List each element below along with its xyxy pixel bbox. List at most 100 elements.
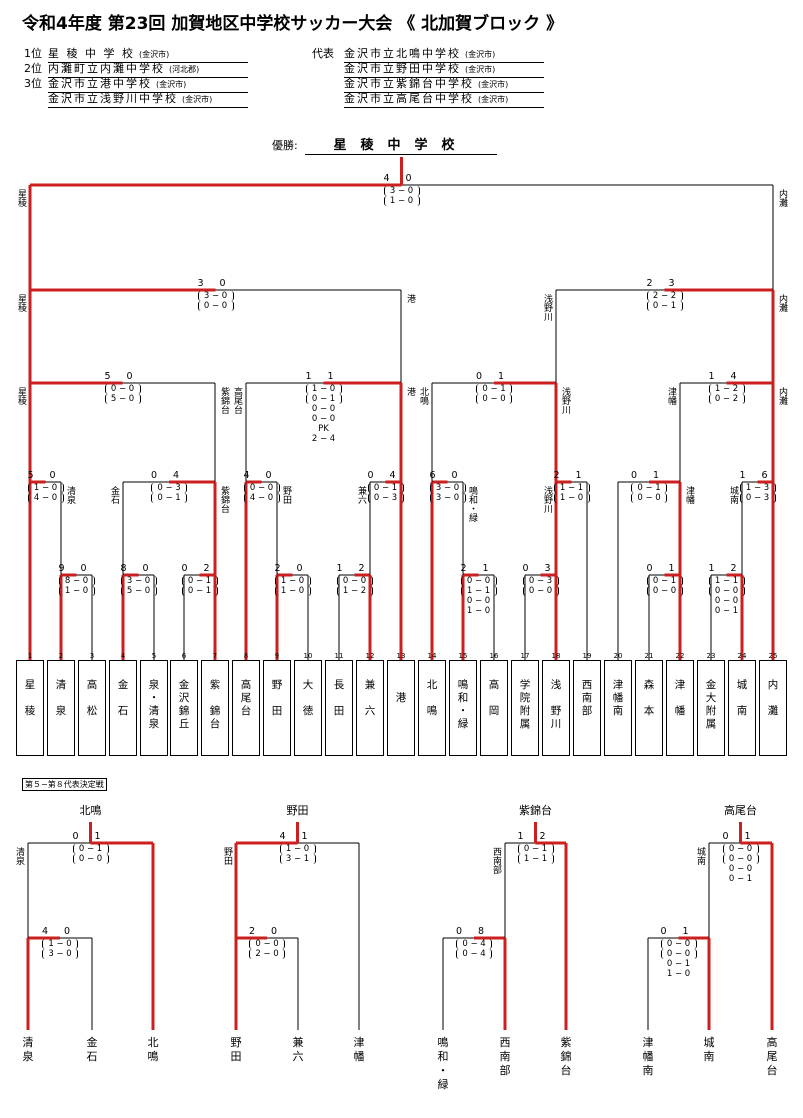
placement-team: 野 田 [230, 1036, 242, 1063]
team-box: 清 泉 [47, 660, 75, 756]
team-box: 学 院 附 属 [511, 660, 539, 756]
half-score: PK [318, 424, 329, 434]
half-score: 0 − 1 [476, 384, 512, 394]
half-score: 0 − 0 [722, 844, 759, 854]
score-right: 0 [64, 926, 71, 937]
half-score: 3 − 0 [429, 493, 466, 503]
score-right: 3 [544, 563, 551, 574]
placement-head: 紫錦台 [519, 804, 552, 817]
team-number: 25 [768, 652, 778, 660]
team-number: 16 [489, 652, 499, 660]
team-label: 港 [405, 387, 415, 396]
team-box: 内 灘 [759, 660, 787, 756]
half-score: 0 − 1 [646, 301, 683, 311]
score-right: 4 [730, 371, 737, 382]
half-score: 0 − 0 [311, 414, 336, 424]
rep-row-3: 金沢市立紫錦台中学校(金沢市) [312, 76, 544, 93]
half-score: 0 − 0 [714, 596, 739, 606]
score-left: 0 [722, 831, 729, 842]
half-score: 2 − 2 [646, 291, 683, 301]
team-number: 9 [274, 652, 280, 660]
placement-team: 鳴 和 ・ 緑 [437, 1036, 449, 1091]
half-score: 0 − 0 [197, 301, 234, 311]
team-number: 18 [551, 652, 561, 660]
score-right: 0 [405, 173, 412, 184]
team-box: 津 幡 南 [604, 660, 632, 756]
half-score: 0 − 2 [708, 394, 745, 404]
team-box: 高 松 [78, 660, 106, 756]
half-score: 0 − 1 [728, 874, 753, 884]
team-label: 星稜 [16, 387, 26, 405]
half-score: 3 − 0 [120, 576, 157, 586]
placement-team: 清 泉 [22, 1036, 34, 1063]
score-left: 0 [646, 563, 653, 574]
score-right: 1 [327, 371, 334, 382]
score-right: 3 [668, 278, 675, 289]
team-label: 城南 [695, 847, 705, 865]
team-label: 紫錦台 [219, 387, 229, 414]
half-score: 0 − 0 [249, 939, 285, 949]
score-left: 2 [553, 470, 560, 481]
half-score: 0 − 1 [646, 576, 683, 586]
score-left: 5 [104, 371, 111, 382]
score-left: 0 [522, 563, 529, 574]
team-label: 鳴和・緑 [467, 486, 477, 522]
team-number: 24 [737, 652, 747, 660]
score-left: 2 [646, 278, 653, 289]
half-score: 0 − 0 [104, 384, 141, 394]
team-box: 長 田 [325, 660, 353, 756]
score-left: 0 [151, 470, 158, 481]
score-right: 0 [271, 926, 278, 937]
placement-team: 西 南 部 [499, 1036, 511, 1077]
team-label: 清泉 [65, 486, 75, 504]
team-number: 21 [644, 652, 654, 660]
score-right: 1 [498, 371, 505, 382]
score-left: 1 [708, 563, 715, 574]
placement-team: 城 南 [703, 1036, 715, 1063]
team-label: 兼六 [356, 486, 366, 504]
half-score: 0 − 1 [517, 844, 554, 854]
half-score: 4 − 0 [243, 493, 280, 503]
score-left: 1 [739, 470, 746, 481]
placement-team: 津 幡 [353, 1036, 365, 1063]
placement-head: 野田 [286, 804, 309, 817]
half-score: 0 − 0 [466, 596, 491, 606]
team-label: 金石 [109, 486, 119, 504]
half-score: 1 − 0 [27, 483, 64, 493]
half-score: 3 − 0 [383, 186, 420, 196]
team-label: 星稜 [16, 189, 26, 207]
team-box: 泉 ・ 清 泉 [140, 660, 168, 756]
score-left: 1 [305, 371, 312, 382]
score-right: 4 [389, 470, 396, 481]
score-left: 3 [197, 278, 204, 289]
score-right: 2 [539, 831, 546, 842]
half-score: 0 − 1 [181, 586, 218, 596]
half-score: 0 − 0 [660, 939, 697, 949]
placement-team: 高 尾 台 [766, 1036, 778, 1077]
score-left: 6 [429, 470, 436, 481]
half-score: 1 − 0 [279, 844, 316, 854]
team-box: 北 鳴 [418, 660, 446, 756]
score-right: 4 [173, 470, 180, 481]
half-score: 0 − 3 [151, 483, 187, 493]
score-left: 4 [383, 173, 390, 184]
half-score: 1 − 1 [460, 586, 497, 596]
half-score: 0 − 3 [739, 493, 776, 503]
half-score: 5 − 0 [120, 586, 157, 596]
team-box: 港 [387, 660, 415, 756]
team-number: 12 [365, 652, 375, 660]
score-left: 2 [274, 563, 281, 574]
